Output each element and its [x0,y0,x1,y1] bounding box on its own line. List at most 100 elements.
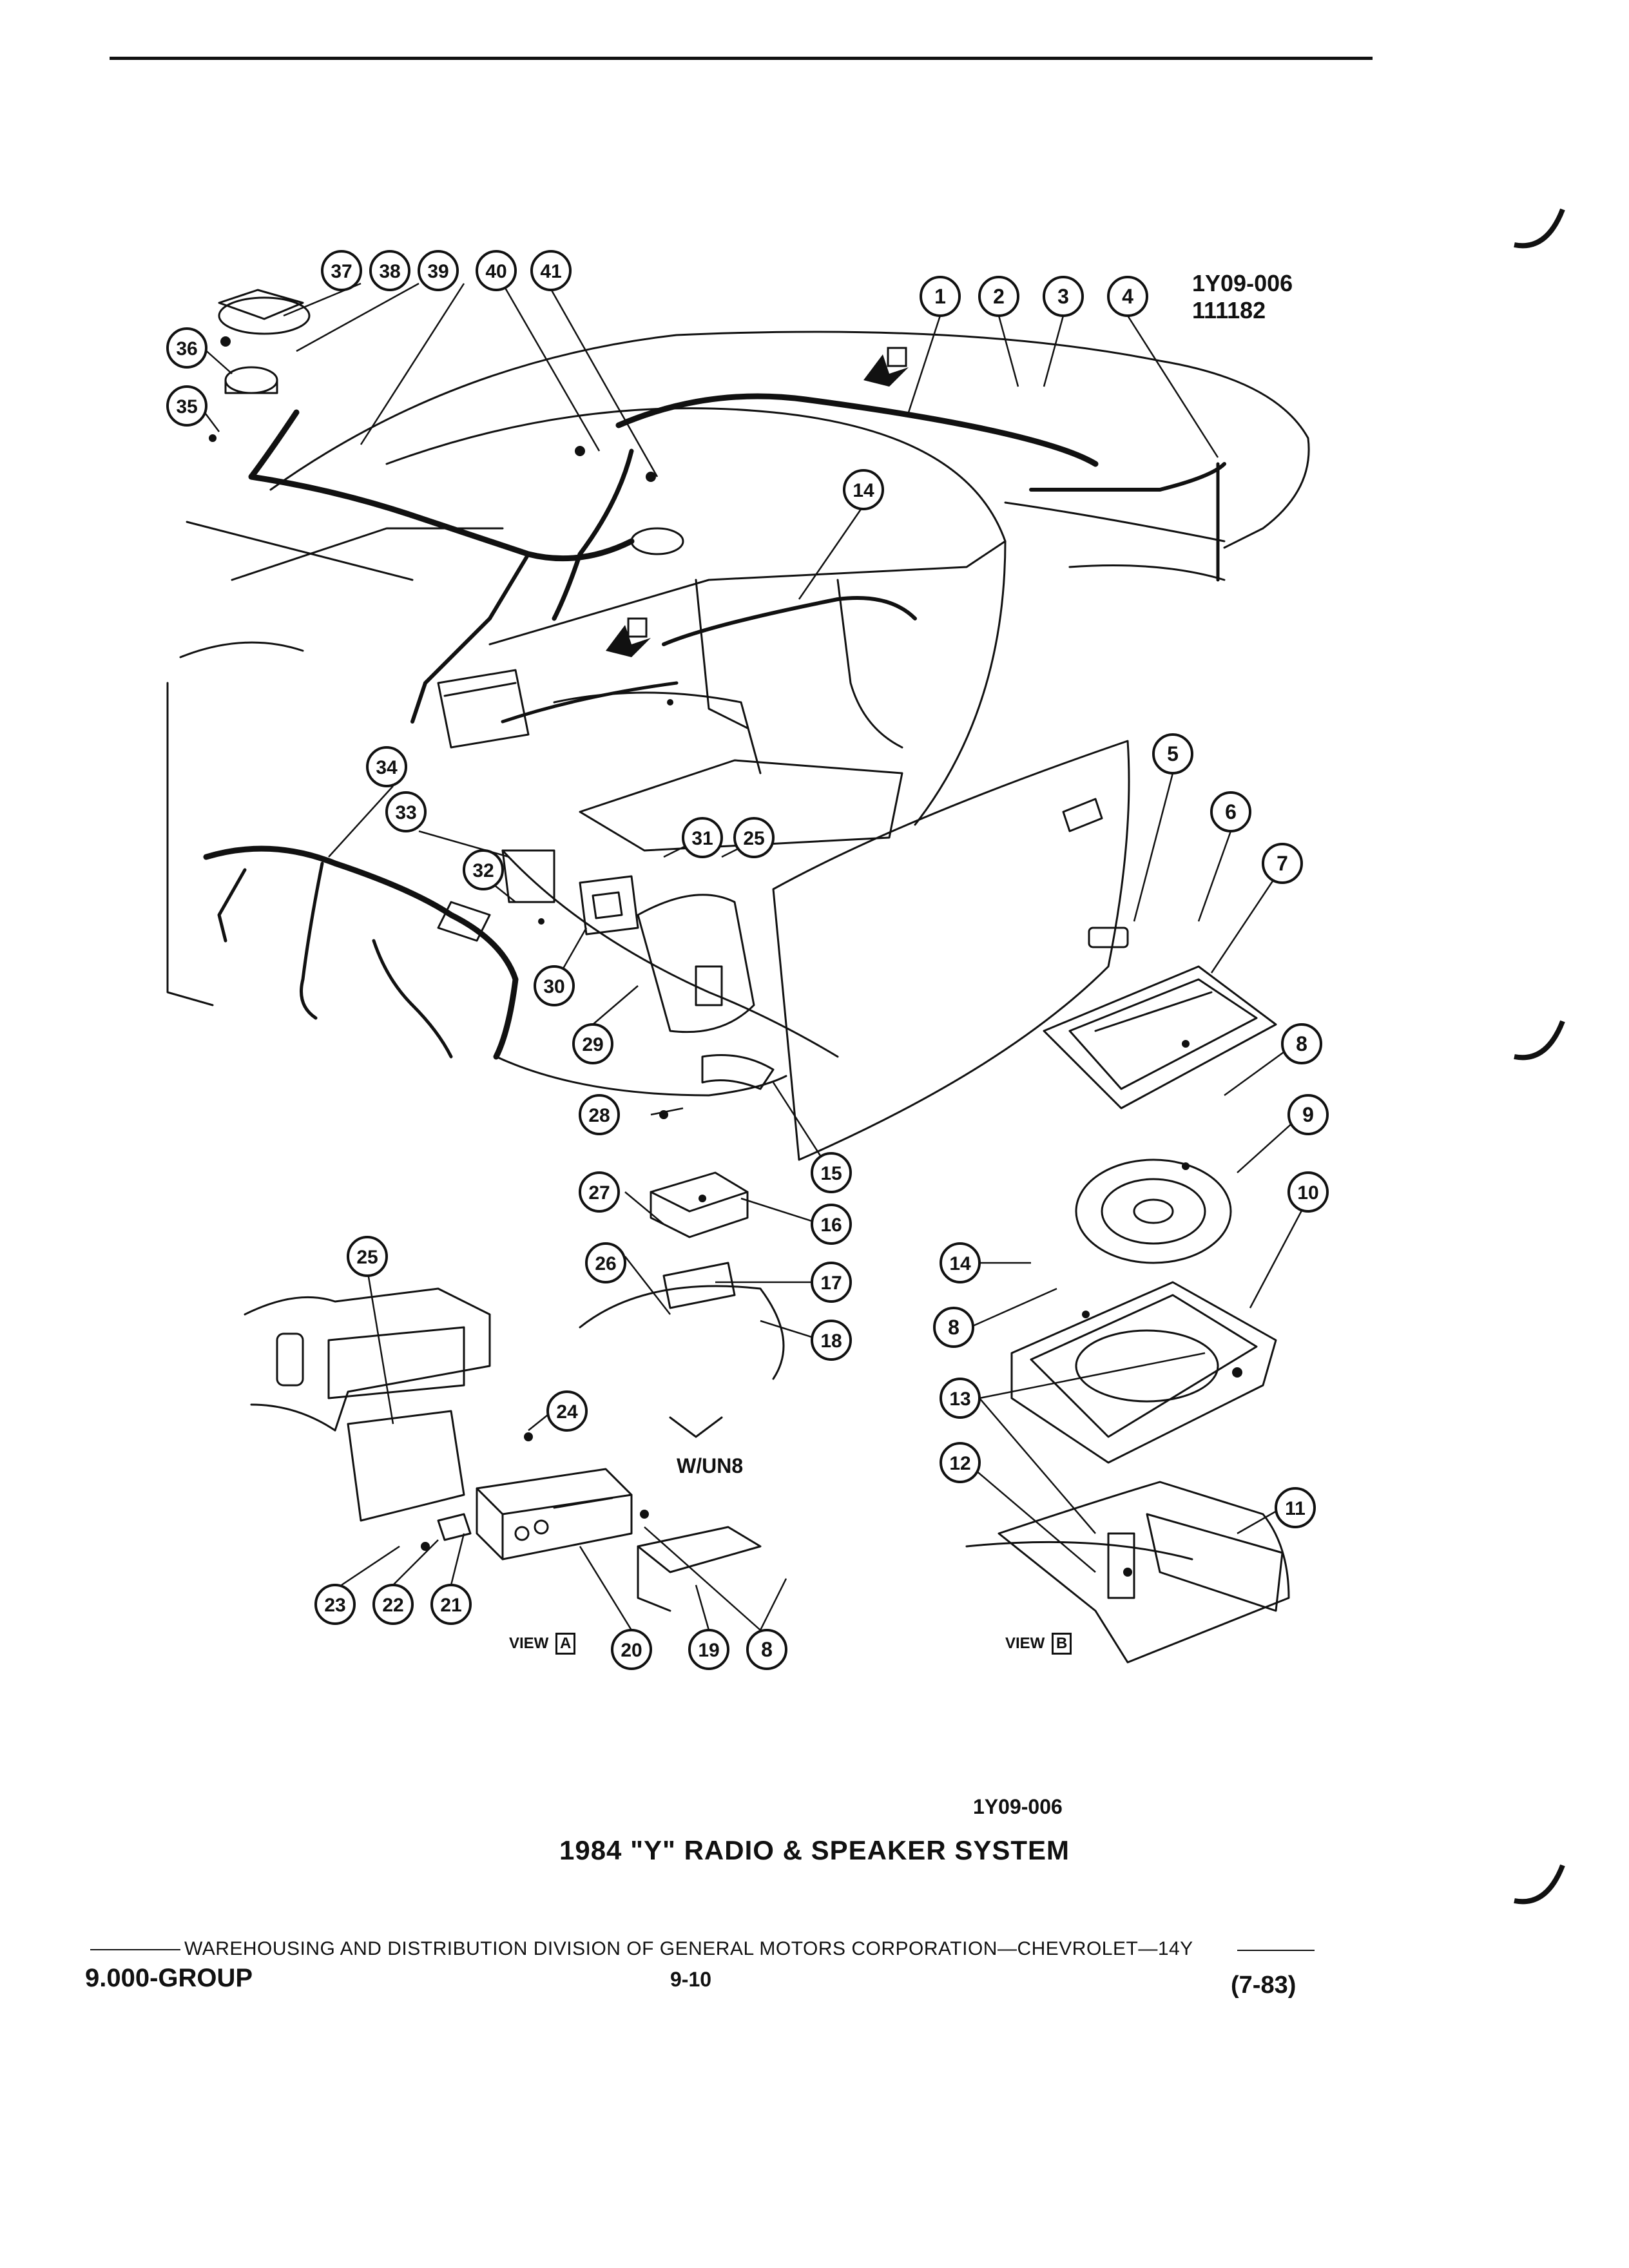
callout-circle [933,1307,974,1348]
callout-number: 2 [993,285,1005,308]
footer-division-text: WAREHOUSING AND DISTRIBUTION DIVISION OF… [184,1938,1193,1959]
view-a-word: VIEW [509,1635,549,1652]
callout-19: 19 [688,1629,729,1670]
callout-circle [940,1378,981,1419]
callout-number: 40 [485,261,506,282]
callout-circle [476,250,517,291]
callout-circle [347,1236,388,1277]
callout-circle [940,1242,981,1283]
callout-8: 8 [1281,1023,1322,1064]
callout-number: 25 [743,828,764,849]
callout-number: 23 [324,1595,345,1616]
amplifier-body [637,894,755,1033]
callout-41: 41 [530,250,572,291]
view-b-label: VIEW B [1005,1633,1072,1655]
callout-29: 29 [572,1023,613,1064]
callout-circle [579,1094,620,1135]
figure-date-code: 111182 [1192,297,1266,323]
callout-14: 14 [843,469,884,510]
callout-number: 34 [376,757,398,778]
callout-circle [314,1584,356,1625]
callout-circle [430,1584,472,1625]
callout-circle [1210,791,1251,832]
callout-number: 25 [356,1247,378,1268]
callout-circle [1287,1094,1329,1135]
callout-13: 13 [940,1378,981,1419]
callout-number: 20 [621,1640,642,1661]
callout-circle [688,1629,729,1670]
callout-10: 10 [1287,1171,1329,1213]
callout-number: 36 [176,338,197,360]
dash-harness [203,845,519,1060]
door-panel-outline [772,740,1130,1161]
callout-number: 29 [582,1034,603,1055]
callout-number: 14 [853,480,874,501]
callout-circle [1107,276,1148,317]
callout-number: 8 [1296,1032,1307,1055]
callout-circle [369,250,410,291]
footer-page-number: 9-10 [670,1968,712,1991]
callout-36: 36 [166,327,207,369]
callout-16: 16 [811,1204,852,1245]
callout-39: 39 [418,250,459,291]
rear-speaker-harness [248,409,635,562]
instrument-harness [615,393,1099,467]
callout-circle [746,1629,787,1670]
callout-number: 30 [543,976,564,997]
callout-number: 9 [1302,1103,1314,1126]
callout-circle [418,250,459,291]
callout-circle [372,1584,414,1625]
callout-number: 28 [588,1105,610,1126]
speaker-mounting-pan [1010,1281,1277,1464]
callout-number: 14 [949,1253,971,1274]
callout-37: 37 [321,250,362,291]
callout-circle [811,1262,852,1303]
callout-number: 10 [1297,1182,1318,1204]
callout-number: 39 [427,261,448,282]
callout-number: 38 [379,261,400,282]
callout-28: 28 [579,1094,620,1135]
callout-27: 27 [579,1171,620,1213]
callout-circle [611,1629,652,1670]
callout-circle [534,965,575,1006]
callout-circle [546,1390,588,1432]
callout-circle [920,276,961,317]
callout-circle [811,1204,852,1245]
callout-circle [811,1152,852,1193]
callout-20: 20 [611,1629,652,1670]
callout-number: 31 [691,828,713,849]
callout-circle [940,1442,981,1483]
callout-circle [978,276,1019,317]
body-outline [269,331,1310,549]
callout-8: 8 [746,1629,787,1670]
callout-26: 26 [585,1242,626,1283]
callout-21: 21 [430,1584,472,1625]
callout-circle [733,817,775,858]
callout-number: 22 [382,1595,403,1616]
callout-number: 8 [948,1316,959,1339]
callout-circle [843,469,884,510]
callout-15: 15 [811,1152,852,1193]
callout-circle [811,1320,852,1361]
callout-25: 25 [733,817,775,858]
footer-division-line: WAREHOUSING AND DISTRIBUTION DIVISION OF… [90,1938,1193,1960]
callout-24: 24 [546,1390,588,1432]
callout-38: 38 [369,250,410,291]
footer-revision: (7-83) [1231,1972,1296,1999]
callout-4: 4 [1107,276,1148,317]
callout-number: 1 [934,285,946,308]
callout-circle [1043,276,1084,317]
callout-22: 22 [372,1584,414,1625]
callout-circle [1275,1487,1316,1528]
callout-number: 15 [820,1163,842,1184]
callout-number: 21 [440,1595,461,1616]
option-label: W/UN8 [677,1454,744,1477]
callout-circle [1262,843,1303,884]
speaker-grille-panel [1043,965,1277,1110]
callout-number: 17 [820,1273,842,1294]
callout-circle [166,327,207,369]
figure-id-top: 1Y09-006 [1192,270,1293,296]
callout-5: 5 [1152,733,1193,774]
top-rule [110,57,1373,60]
